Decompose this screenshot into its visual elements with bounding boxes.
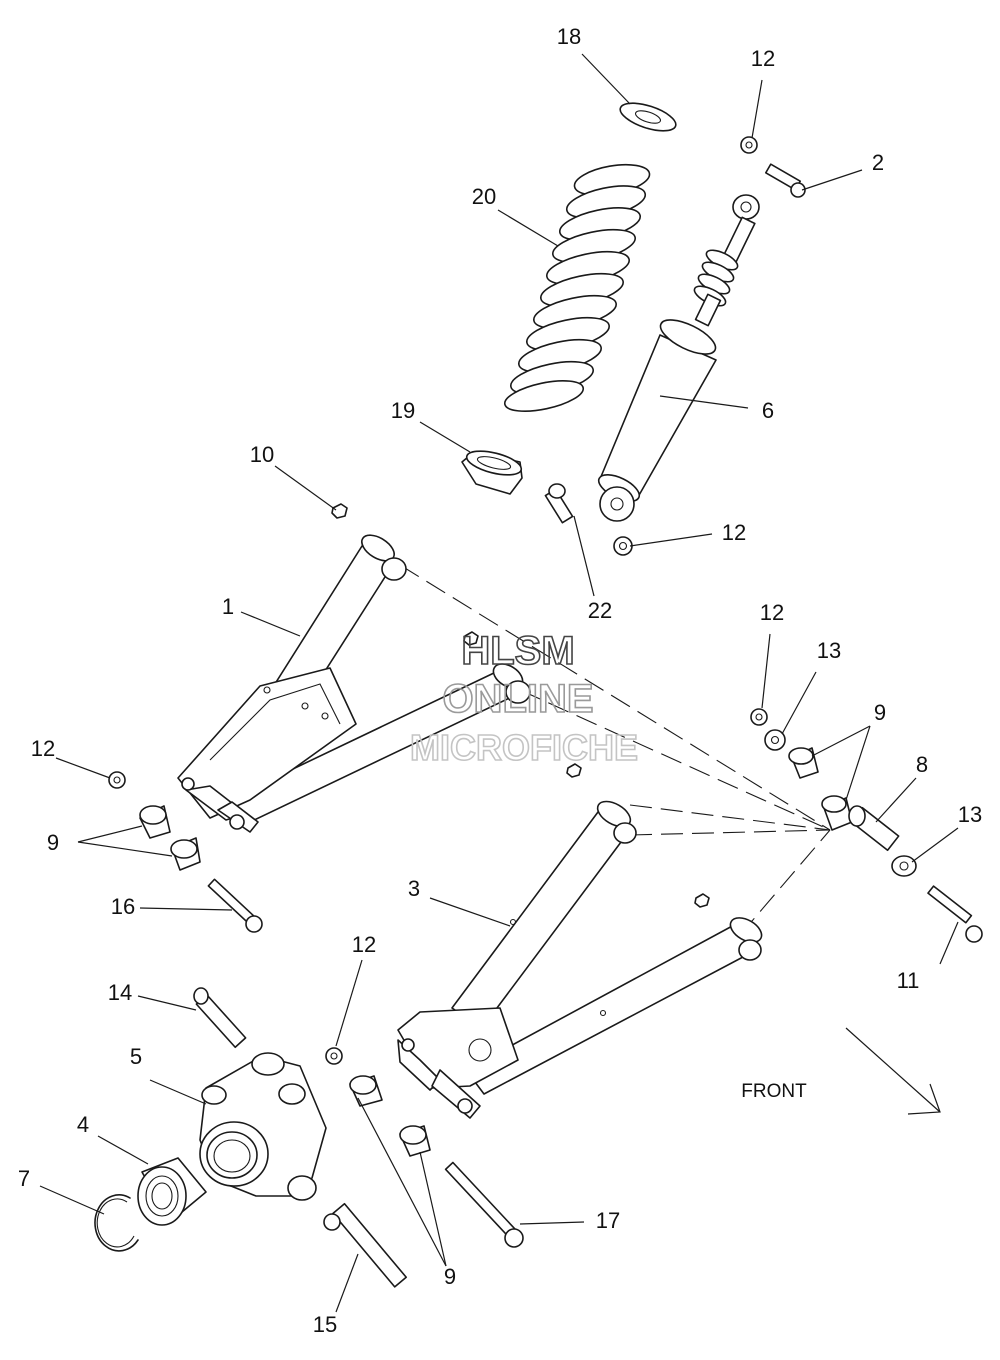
part-12-nut-shock-lower[interactable] — [613, 536, 633, 556]
part-9-bushing-lower-a[interactable] — [349, 1075, 383, 1107]
part-9-bushing-left-a[interactable] — [139, 805, 171, 839]
grease-fitting-lower-arm — [694, 893, 710, 908]
part-12-nut-left[interactable] — [108, 771, 126, 789]
part-16-bolt[interactable] — [207, 878, 263, 933]
part-13-washer-upper[interactable] — [764, 729, 786, 751]
callout-18: 18 — [557, 24, 581, 49]
callout-22: 22 — [588, 598, 612, 623]
callout-14: 14 — [108, 980, 132, 1005]
callout-12-right: 12 — [760, 600, 784, 625]
callout-9-right: 9 — [874, 700, 886, 725]
part-13-washer-lower[interactable] — [891, 855, 917, 877]
part-3-lower-a-arm[interactable] — [397, 796, 766, 1119]
callout-1: 1 — [222, 594, 234, 619]
part-6-shock-absorber[interactable] — [595, 194, 760, 522]
part-22-pin[interactable] — [544, 483, 574, 524]
callout-9-lower: 9 — [444, 1264, 456, 1289]
callout-16: 16 — [111, 894, 135, 919]
callout-11: 11 — [897, 968, 920, 993]
callout-5: 5 — [130, 1044, 142, 1069]
part-20-coil-spring[interactable] — [502, 160, 652, 417]
part-15-pin[interactable] — [323, 1202, 408, 1288]
part-17-bolt[interactable] — [444, 1161, 524, 1248]
callout-12-left: 12 — [31, 736, 55, 761]
front-arrow — [845, 1027, 941, 1115]
part-11-bolt[interactable] — [927, 885, 983, 943]
watermark: HLSM ONLINE MICROFICHE — [409, 628, 639, 769]
part-4-wheel-bearing[interactable] — [137, 1157, 207, 1226]
callout-8: 8 — [916, 752, 928, 777]
callout-20: 20 — [472, 184, 496, 209]
part-9-bushing-left-b[interactable] — [170, 837, 201, 871]
part-12-nut-right[interactable] — [750, 708, 768, 726]
part-2-bolt[interactable] — [764, 163, 806, 198]
part-18-spring-retainer[interactable] — [617, 98, 679, 137]
part-10-grease-fitting[interactable] — [331, 503, 348, 519]
part-7-snap-ring[interactable] — [94, 1194, 139, 1252]
alignment-lines — [399, 564, 831, 936]
watermark-line-1: HLSM — [461, 629, 574, 673]
watermark-line-3: MICROFICHE — [410, 727, 638, 768]
callout-3: 3 — [408, 876, 420, 901]
leader-lines — [39, 53, 959, 1313]
grease-fitting-center — [566, 763, 582, 778]
callout-12-top: 12 — [751, 46, 775, 71]
callout-10: 10 — [250, 442, 274, 467]
part-1-upper-a-arm[interactable] — [177, 530, 531, 833]
callout-17: 17 — [596, 1208, 620, 1233]
part-8-spacer-tube[interactable] — [848, 805, 900, 852]
front-label: FRONT — [741, 1081, 807, 1102]
callout-13-lower: 13 — [958, 802, 982, 827]
callout-numbers: 18 12 2 20 6 19 10 12 22 1 12 13 9 8 13 … — [18, 24, 982, 1337]
part-19-spring-seat[interactable] — [461, 447, 524, 495]
callout-12-shock: 12 — [722, 520, 746, 545]
callout-15: 15 — [313, 1312, 337, 1337]
part-5-knuckle[interactable] — [199, 1052, 327, 1201]
part-14-pin[interactable] — [193, 987, 247, 1049]
grease-fitting-upper-arm — [463, 631, 479, 646]
callout-19: 19 — [391, 398, 415, 423]
part-9-bushing-right-b[interactable] — [821, 795, 853, 831]
callout-9-left: 9 — [47, 830, 59, 855]
callout-13-upper: 13 — [817, 638, 841, 663]
callout-2: 2 — [872, 150, 884, 175]
callout-7: 7 — [18, 1166, 30, 1191]
part-12-nut-top[interactable] — [740, 136, 758, 154]
callout-6: 6 — [762, 398, 774, 423]
callout-4: 4 — [77, 1112, 89, 1137]
part-9-bushing-lower-b[interactable] — [399, 1125, 431, 1157]
part-9-bushing-right-a[interactable] — [788, 747, 819, 779]
callout-12-lower: 12 — [352, 932, 376, 957]
part-12-nut-lower[interactable] — [325, 1047, 343, 1065]
watermark-line-2: ONLINE — [442, 677, 593, 721]
